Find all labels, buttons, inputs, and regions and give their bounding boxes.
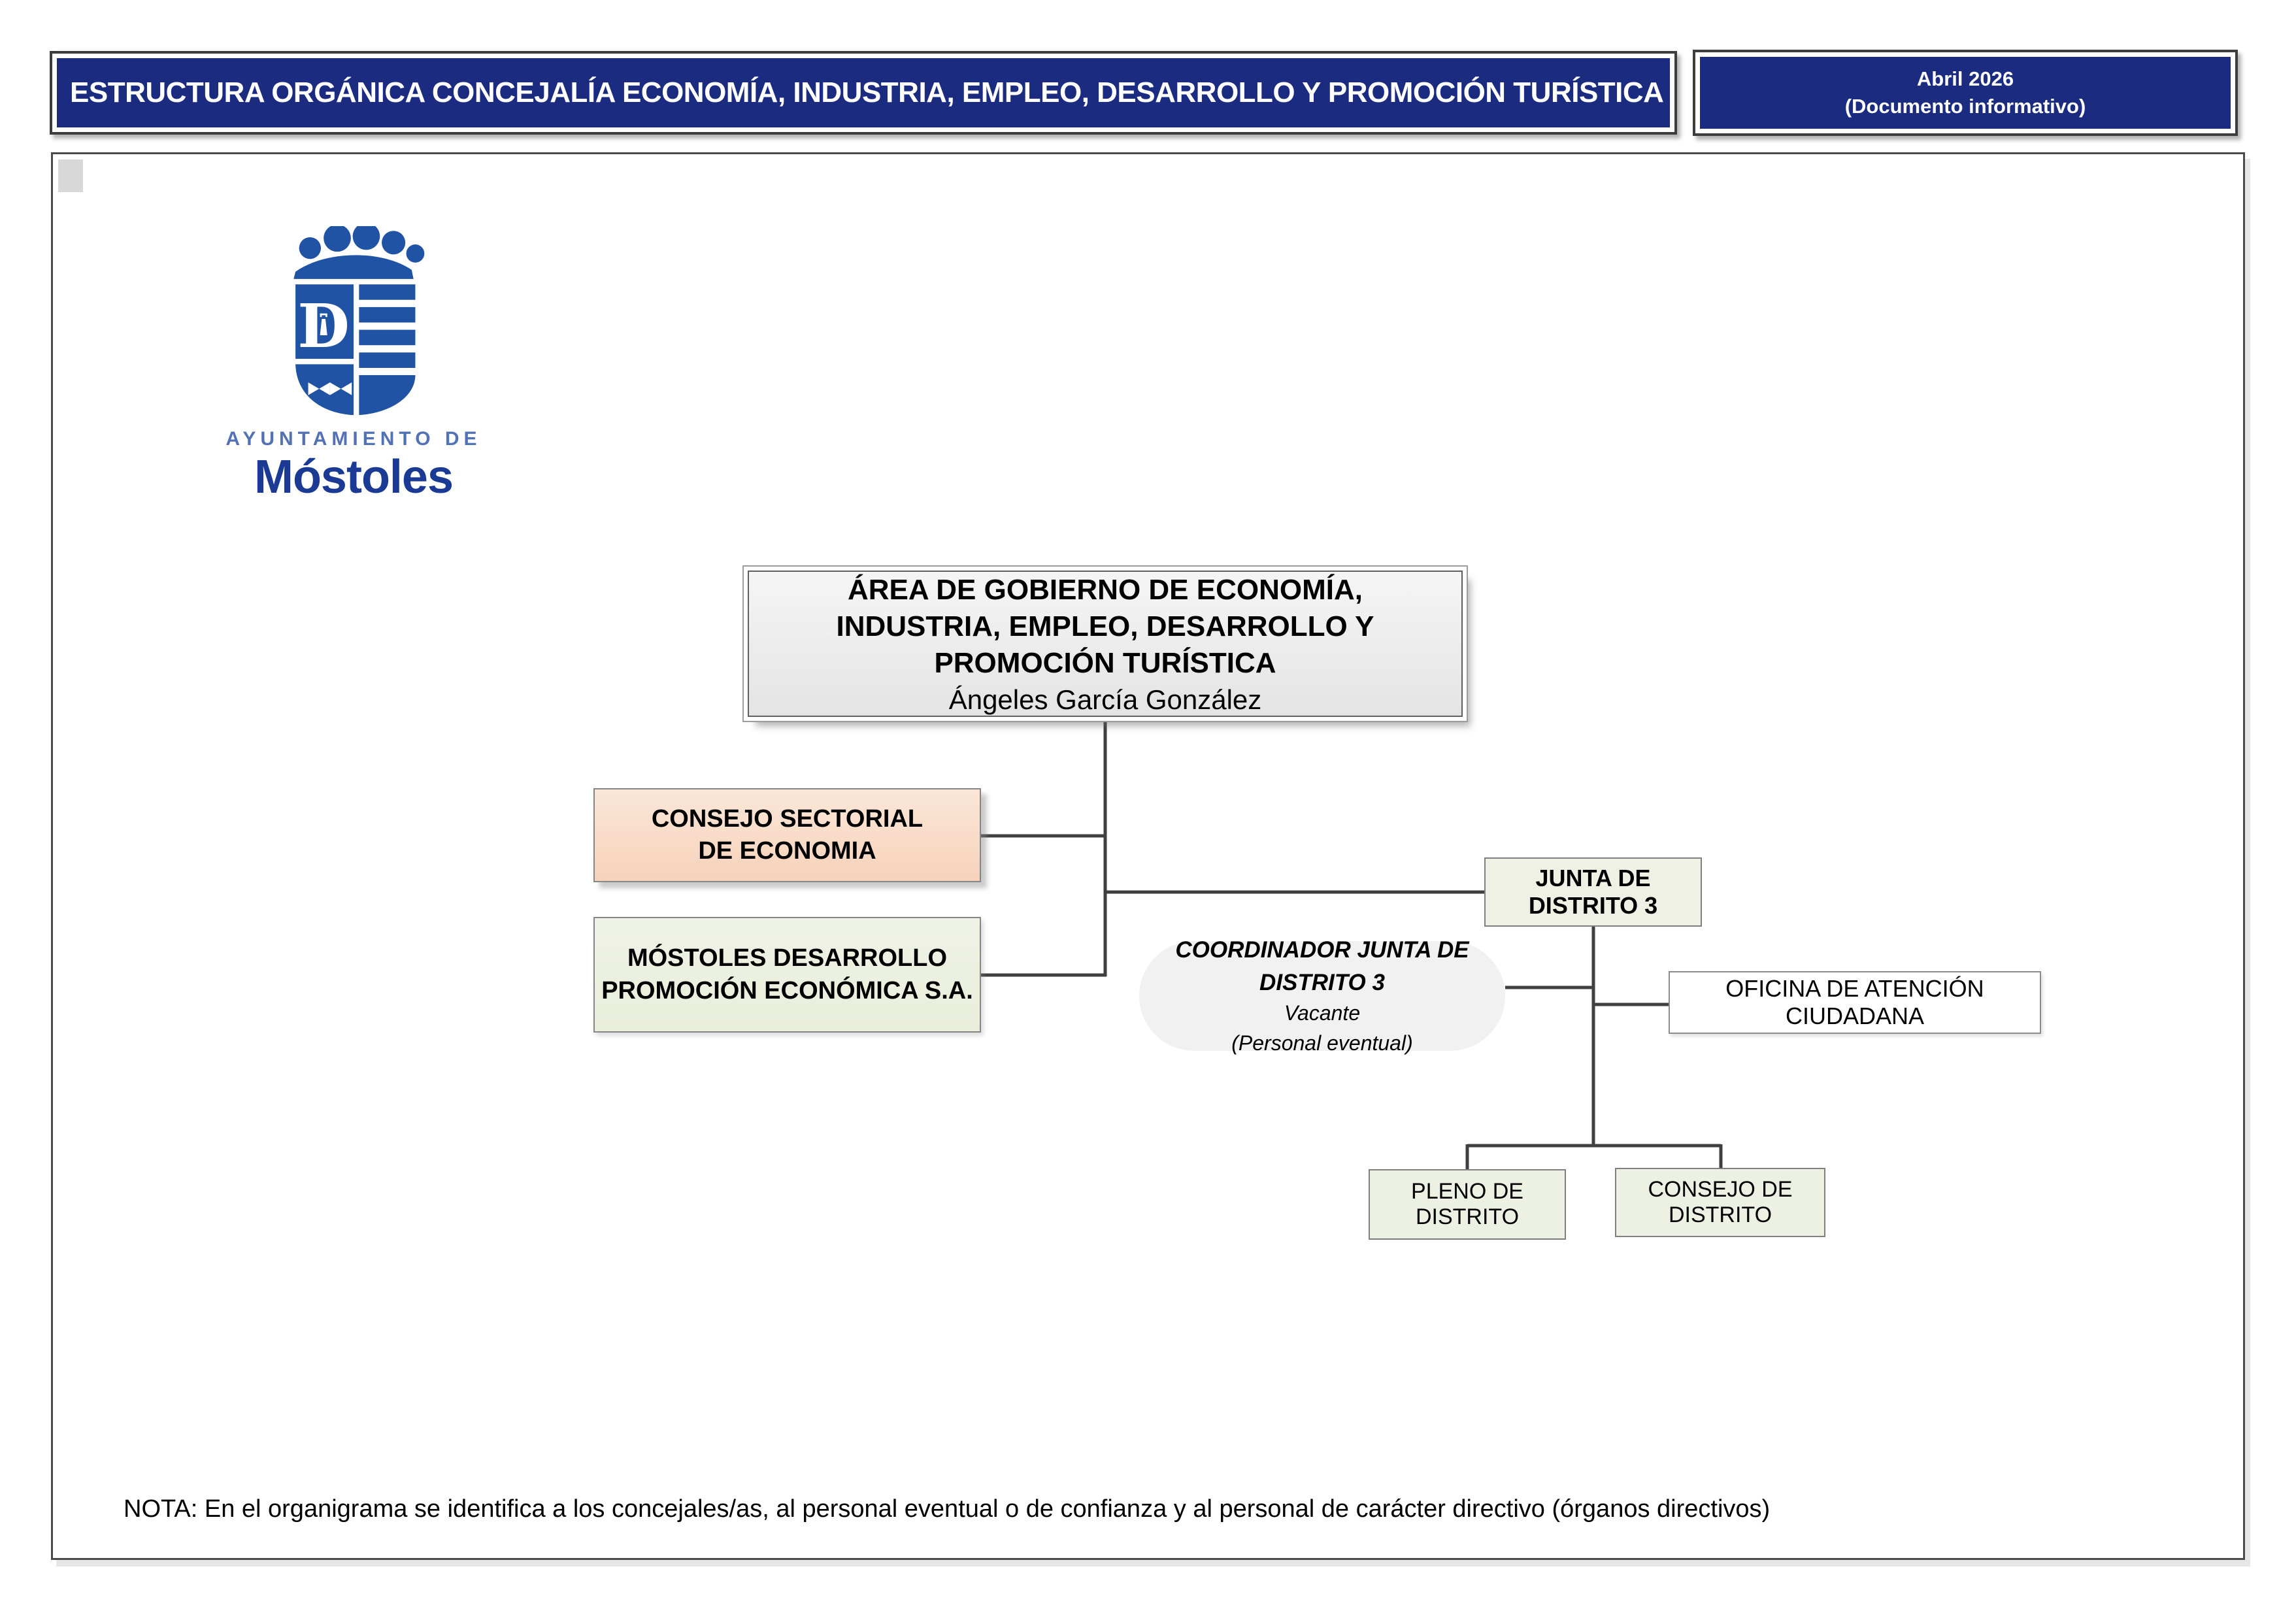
org-box-consejo-sectorial: CONSEJO SECTORIAL DE ECONOMIA (593, 788, 981, 882)
org-box-oficina-atencion-label: OFICINA DE ATENCIÓN CIUDADANA (1725, 975, 1984, 1029)
page-title: ESTRUCTURA ORGÁNICA CONCEJALÍA ECONOMÍA,… (70, 76, 1664, 108)
date-box: Abril 2026 (Documento informativo) (1693, 50, 2238, 136)
date-line1: Abril 2026 (1916, 67, 2014, 91)
coordinador-status: Vacante (1284, 1001, 1361, 1025)
org-box-consejo-distrito-label: CONSEJO DE DISTRITO (1648, 1177, 1793, 1227)
content-frame: D AYUNTAMIENTO DE Móstoles (51, 152, 2245, 1560)
mostoles-logo: D AYUNTAMIENTO DE Móstoles (223, 226, 484, 504)
date-line2: (Documento informativo) (1844, 95, 2086, 118)
org-box-root: ÁREA DE GOBIERNO DE ECONOMÍA, INDUSTRIA,… (748, 571, 1463, 717)
logo-city-name: Móstoles (254, 451, 454, 503)
org-box-consejo-sectorial-label: CONSEJO SECTORIAL DE ECONOMIA (651, 804, 923, 865)
org-box-junta-distrito-3: JUNTA DE DISTRITO 3 (1484, 857, 1702, 927)
org-box-root-person: Ángeles García González (948, 684, 1262, 715)
org-box-mostoles-desarrollo: MÓSTOLES DESARROLLO PROMOCIÓN ECONÓMICA … (593, 917, 981, 1033)
title-bar: ESTRUCTURA ORGÁNICA CONCEJALÍA ECONOMÍA,… (50, 51, 1677, 135)
org-box-oficina-atencion: OFICINA DE ATENCIÓN CIUDADANA (1669, 971, 2041, 1034)
coordinador-title: COORDINADOR JUNTA DE DISTRITO 3 (1175, 936, 1469, 995)
org-box-pleno-distrito-label: PLENO DE DISTRITO (1411, 1179, 1523, 1229)
corner-placeholder (58, 159, 83, 192)
coordinador-note: (Personal eventual) (1231, 1031, 1413, 1055)
org-box-coordinador-junta: COORDINADOR JUNTA DE DISTRITO 3 Vacante … (1139, 937, 1505, 1055)
org-box-junta-distrito-3-label: JUNTA DE DISTRITO 3 (1528, 865, 1658, 919)
org-box-consejo-distrito: CONSEJO DE DISTRITO (1615, 1168, 1825, 1237)
mostoles-shield-icon: D (293, 226, 425, 416)
org-box-root-label: ÁREA DE GOBIERNO DE ECONOMÍA, INDUSTRIA,… (836, 574, 1374, 679)
org-box-pleno-distrito: PLENO DE DISTRITO (1369, 1169, 1566, 1240)
org-box-mostoles-desarrollo-label: MÓSTOLES DESARROLLO PROMOCIÓN ECONÓMICA … (601, 944, 973, 1004)
footer-note: NOTA: En el organigrama se identifica a … (124, 1495, 1771, 1523)
logo-caption: AYUNTAMIENTO DE (225, 428, 482, 450)
